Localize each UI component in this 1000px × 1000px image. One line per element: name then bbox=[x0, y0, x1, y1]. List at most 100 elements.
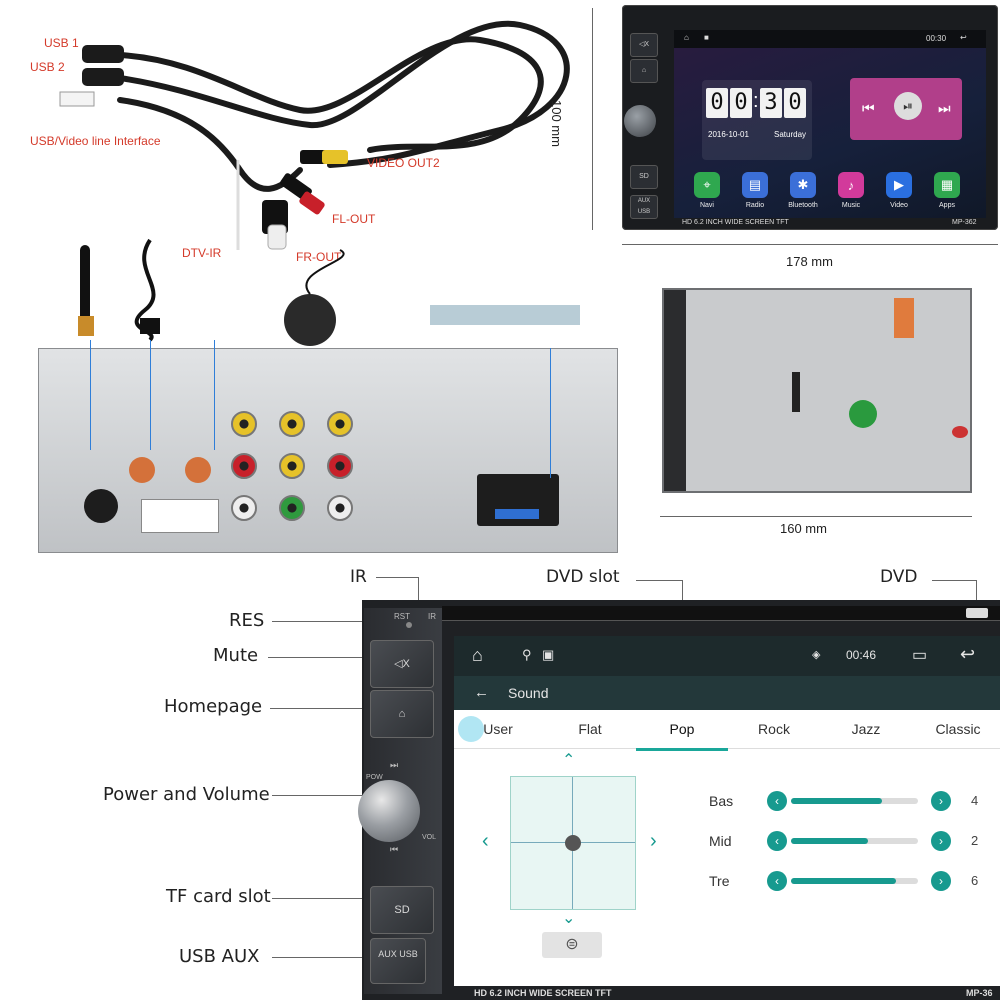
ir-receiver bbox=[140, 318, 160, 334]
previous-icon[interactable]: ⏮ bbox=[862, 100, 875, 116]
tab-rock[interactable]: Rock bbox=[758, 721, 790, 737]
home-button[interactable]: ⌂ bbox=[370, 690, 434, 738]
volume-knob-small[interactable] bbox=[624, 105, 656, 137]
usb-video-label: USB/Video line Interface bbox=[30, 134, 161, 148]
height-dimension: 100 mm bbox=[549, 100, 564, 147]
fader-left-icon[interactable]: ‹ bbox=[482, 830, 489, 852]
eq-label: Mid bbox=[709, 833, 732, 849]
volume-knob[interactable] bbox=[358, 780, 420, 842]
pow-text: POW bbox=[366, 774, 383, 781]
home-nav-icon[interactable]: ⌂ bbox=[684, 33, 689, 42]
res-callout: RES bbox=[229, 610, 265, 631]
fader-down-icon[interactable]: ⌄ bbox=[562, 910, 576, 927]
mute-button[interactable]: ◁X bbox=[370, 640, 434, 688]
gps-socket bbox=[185, 457, 211, 483]
notification-icon: ▣ bbox=[542, 647, 555, 662]
eq-slider-track[interactable] bbox=[791, 798, 918, 804]
recent-apps-icon[interactable]: ▭ bbox=[912, 647, 928, 664]
eq-preset-tabs: User Flat Pop Rock Jazz Classic bbox=[454, 710, 1000, 751]
eq-slider-track[interactable] bbox=[791, 838, 918, 844]
eq-slider-fill bbox=[791, 838, 869, 844]
music-icon[interactable]: ♪ bbox=[838, 172, 864, 198]
tf-card-callout: TF card slot bbox=[166, 886, 271, 907]
eq-value: 4 bbox=[971, 793, 979, 808]
balance-point[interactable] bbox=[565, 835, 581, 851]
aux-button-small[interactable]: AUX USB bbox=[630, 195, 658, 219]
back-icon[interactable]: ↩ bbox=[960, 33, 967, 42]
decrease-icon[interactable]: ‹ bbox=[767, 871, 787, 891]
control-face: RST IR ◁X ⌂ POW VOL ⏭ ⏮ SD AUX USB bbox=[358, 608, 442, 994]
skip-back-icon[interactable]: ⏮ bbox=[390, 844, 399, 854]
skip-forward-icon[interactable]: ⏭ bbox=[390, 760, 399, 770]
mute-button-small[interactable]: ◁X bbox=[630, 33, 658, 57]
dvd-slot[interactable] bbox=[442, 606, 1000, 621]
status-bar: ⌂ ■ 00:30 ↩ bbox=[674, 30, 986, 48]
home-nav-icon[interactable]: ⌂ bbox=[472, 645, 483, 665]
grid-icon[interactable]: ▦ bbox=[934, 172, 960, 198]
tab-flat[interactable]: Flat bbox=[578, 721, 602, 737]
rca-jack bbox=[279, 495, 305, 521]
tab-classic[interactable]: Classic bbox=[935, 721, 981, 737]
chassis-badge bbox=[849, 400, 877, 428]
homepage-leader bbox=[270, 708, 378, 709]
dvd-slot-callout: DVD slot bbox=[546, 567, 620, 587]
usb-interface-socket bbox=[141, 499, 219, 533]
status-bar: ⌂ ⚲ ▣ ◈ 00:46 ▭ ↩ bbox=[454, 636, 1000, 676]
eq-slider-fill bbox=[791, 798, 883, 804]
app-label: Apps bbox=[939, 202, 955, 209]
tab-pop[interactable]: Pop bbox=[636, 710, 728, 751]
back-arrow-icon[interactable]: ← bbox=[474, 684, 489, 701]
power-volume-leader bbox=[272, 795, 362, 796]
mute-leader bbox=[268, 657, 378, 658]
balance-fader-grid[interactable] bbox=[510, 776, 636, 910]
recent-apps-icon[interactable]: ■ bbox=[704, 33, 709, 42]
bluetooth-icon[interactable]: ✱ bbox=[790, 172, 816, 198]
height-dim-line bbox=[592, 8, 593, 230]
dvd-eject-button[interactable] bbox=[966, 608, 988, 618]
cable-usb2 bbox=[117, 20, 570, 168]
tab-user[interactable]: User bbox=[483, 721, 513, 737]
app-label: Bluetooth bbox=[788, 202, 818, 209]
video-out2-label: VIDEO OUT2 bbox=[367, 156, 440, 170]
radio-icon[interactable]: ▤ bbox=[742, 172, 768, 198]
width-dimension: 178 mm bbox=[786, 254, 833, 269]
next-icon[interactable]: ⏭ bbox=[938, 100, 951, 116]
increase-icon[interactable]: › bbox=[931, 871, 951, 891]
eq-row-mid: Mid‹›2 bbox=[709, 829, 999, 855]
fader-up-icon[interactable]: ⌃ bbox=[562, 752, 576, 769]
decrease-icon[interactable]: ‹ bbox=[767, 791, 787, 811]
ir-leader bbox=[376, 577, 418, 578]
reset-button[interactable] bbox=[406, 622, 412, 628]
back-icon[interactable]: ↩ bbox=[960, 644, 976, 664]
decrease-icon[interactable]: ‹ bbox=[767, 831, 787, 851]
homepage-callout: Homepage bbox=[164, 696, 263, 717]
fl-out-label: FL-OUT bbox=[332, 212, 376, 226]
play-pause-icon[interactable]: ⏯ bbox=[894, 92, 922, 120]
play-icon[interactable]: ▶ bbox=[886, 172, 912, 198]
aux-usb-port[interactable]: AUX USB bbox=[370, 938, 426, 984]
sd-slot[interactable]: SD bbox=[370, 886, 434, 934]
map-pin-icon[interactable]: ⌖ bbox=[694, 172, 720, 198]
status-time: 00:30 bbox=[926, 34, 947, 43]
eq-row-tre: Tre‹›6 bbox=[709, 869, 999, 895]
clock-date: 2016-10-01 bbox=[708, 130, 749, 139]
power-volume-callout: Power and Volume bbox=[103, 784, 270, 805]
reset-fader-button[interactable]: ⊜ bbox=[542, 932, 602, 958]
video-interface-plug bbox=[59, 91, 95, 107]
fader-right-icon[interactable]: › bbox=[650, 830, 657, 852]
sd-button-small[interactable]: SD bbox=[630, 165, 658, 189]
tab-jazz[interactable]: Jazz bbox=[851, 721, 881, 737]
eq-slider-track[interactable] bbox=[791, 878, 918, 884]
home-button-small[interactable]: ⌂ bbox=[630, 59, 658, 83]
app-label: Radio bbox=[745, 202, 765, 209]
accessories-drawing bbox=[78, 238, 580, 346]
media-widget[interactable]: ⏮ ⏯ ⏭ bbox=[850, 78, 962, 140]
tf-card-leader bbox=[272, 898, 378, 899]
increase-icon[interactable]: › bbox=[931, 791, 951, 811]
dvd-slot-leader bbox=[636, 580, 682, 581]
clock-colon: : bbox=[753, 90, 759, 112]
increase-icon[interactable]: › bbox=[931, 831, 951, 851]
ir-pointer bbox=[150, 340, 151, 450]
cable-usb1 bbox=[117, 36, 544, 153]
clock-digit: 3 bbox=[760, 88, 782, 118]
